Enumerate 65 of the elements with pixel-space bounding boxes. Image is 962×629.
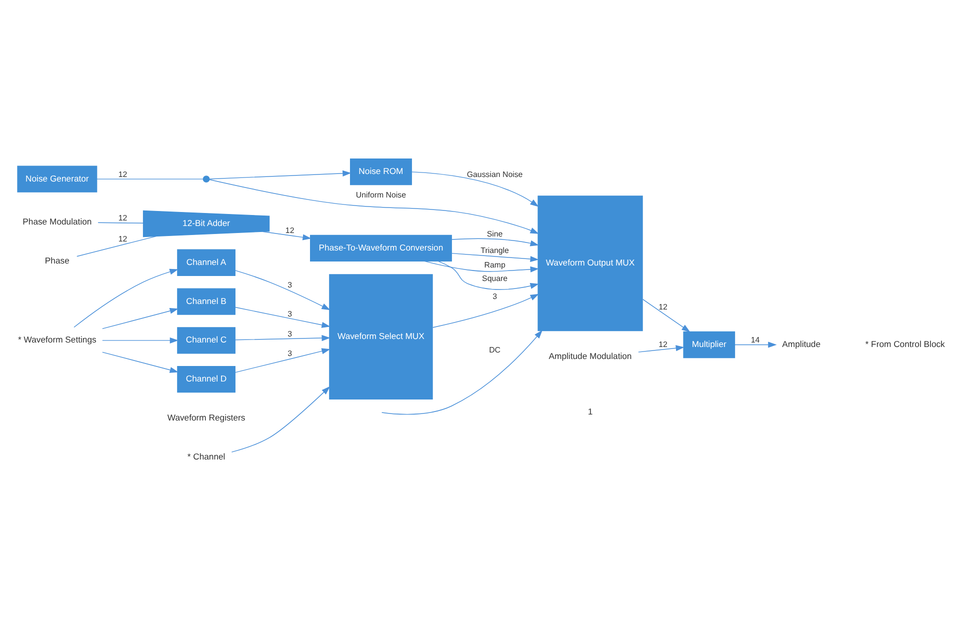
edge-label: DC	[488, 346, 500, 355]
arrow	[208, 170, 351, 180]
edge-label: Sine	[486, 230, 502, 239]
node-text: * Waveform Settings	[18, 334, 96, 345]
arrow	[424, 260, 538, 272]
arrow	[102, 308, 178, 330]
node-text: Amplitude	[782, 338, 820, 349]
arrow	[208, 179, 538, 234]
node-text: Amplitude Modulation	[548, 351, 632, 362]
edge-label: Triangle	[480, 246, 508, 256]
arrow	[734, 342, 776, 348]
arrow	[234, 306, 330, 328]
connector	[96, 178, 203, 180]
edge-label: Square	[482, 274, 508, 284]
node-box: Channel D	[176, 366, 235, 393]
arrow	[262, 231, 311, 240]
edge-label: Uniform Noise	[355, 190, 406, 200]
edge-label: 3	[287, 330, 292, 339]
connector	[97, 222, 144, 224]
label: * From Control Block	[864, 338, 944, 349]
arrow	[102, 337, 178, 344]
node-text: Phase Modulation	[22, 216, 92, 227]
node-box: Channel C	[176, 327, 235, 354]
arrow	[102, 352, 178, 373]
node-box: Noise ROM	[350, 158, 412, 186]
edge-label: Ramp	[484, 260, 505, 270]
arrow	[432, 294, 538, 328]
arrow	[234, 348, 330, 373]
arrow	[230, 386, 330, 452]
arrow	[450, 238, 538, 246]
arrow	[642, 298, 690, 332]
edge-label: 3	[287, 280, 292, 290]
edge-label: 3	[287, 310, 292, 319]
node-box: Waveform Output MUX	[537, 196, 642, 332]
edge-label: 3	[287, 349, 292, 358]
edge-label: 12	[658, 302, 667, 312]
node-box: Channel A	[176, 249, 235, 276]
node-circle	[202, 176, 210, 183]
edge-label: 14	[750, 335, 760, 344]
edge-label: 12	[284, 226, 294, 235]
arrow	[380, 330, 542, 415]
edge-label: Gaussian Noise	[466, 170, 522, 179]
node-box: Channel B	[176, 288, 235, 315]
node-box: Phase-To-Waveform Conversion	[310, 234, 452, 262]
label: 1	[587, 406, 592, 417]
edge-label: 12	[658, 340, 667, 349]
arrow	[450, 252, 538, 262]
edge-label: 12	[118, 170, 127, 179]
arrow	[411, 172, 538, 207]
node-text: * Channel	[186, 451, 225, 462]
edge-label: 12	[118, 214, 127, 223]
edge-label: 12	[118, 234, 127, 244]
node-box: Multiplier	[682, 331, 735, 358]
node-box: Noise Generator	[16, 166, 97, 192]
label: Waveform Registers	[166, 412, 245, 422]
arrow	[437, 260, 538, 290]
node-text: Phase	[44, 255, 69, 266]
connector	[76, 236, 156, 257]
arrow	[73, 268, 178, 328]
node-box: 12-Bit Adder	[142, 210, 270, 238]
edge-label: 3	[492, 292, 497, 302]
arrow	[638, 345, 684, 352]
arrow	[234, 270, 330, 310]
node-box: Waveform Select MUX	[328, 274, 432, 400]
arrow	[234, 335, 330, 342]
